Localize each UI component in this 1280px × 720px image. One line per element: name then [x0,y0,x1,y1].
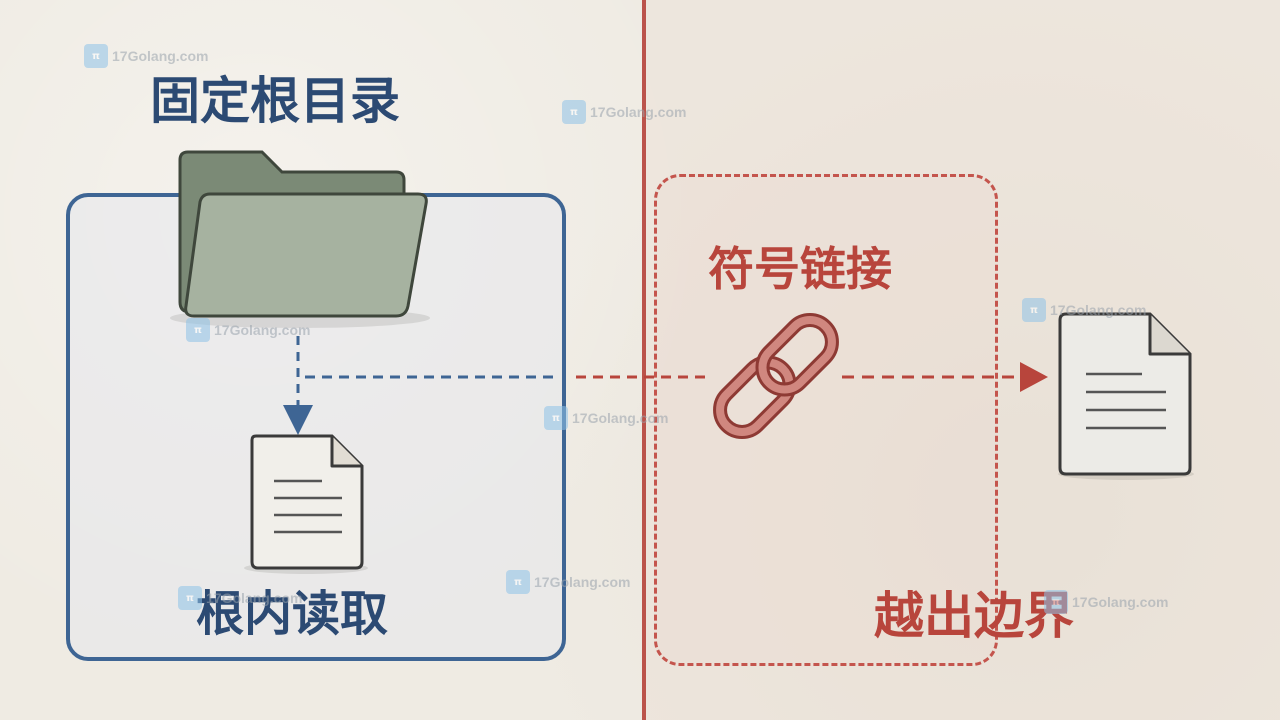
watermark: π 17Golang.com [1044,590,1168,614]
watermark: π 17Golang.com [1022,298,1146,322]
folder-icon [170,150,430,328]
watermark-logo-icon: π [1044,590,1068,614]
inside-read-label: 根内读取 [196,586,389,642]
watermark: π 17Golang.com [544,406,668,430]
boundary-line [642,0,646,720]
watermark-logo-icon: π [506,570,530,594]
watermark-logo-icon: π [84,44,108,68]
outside-file-icon [1058,312,1194,480]
watermark: π 17Golang.com [178,586,302,610]
watermark: π 17Golang.com [506,570,630,594]
watermark-logo-icon: π [186,318,210,342]
watermark: π 17Golang.com [562,100,686,124]
escape-label: 越出边界 [874,587,1074,645]
watermark-logo-icon: π [544,406,568,430]
watermark-logo-icon: π [562,100,586,124]
symlink-label: 符号链接 [708,242,892,296]
escape-arrowhead [1020,362,1048,392]
escape-zone-box [654,174,998,666]
chain-link-icon [713,313,839,439]
watermark: π 17Golang.com [186,318,310,342]
watermark-logo-icon: π [178,586,202,610]
file-icon [244,434,368,574]
watermark-logo-icon: π [1022,298,1046,322]
diagram-title: 固定根目录 [150,72,400,130]
watermark: π 17Golang.com [84,44,208,68]
